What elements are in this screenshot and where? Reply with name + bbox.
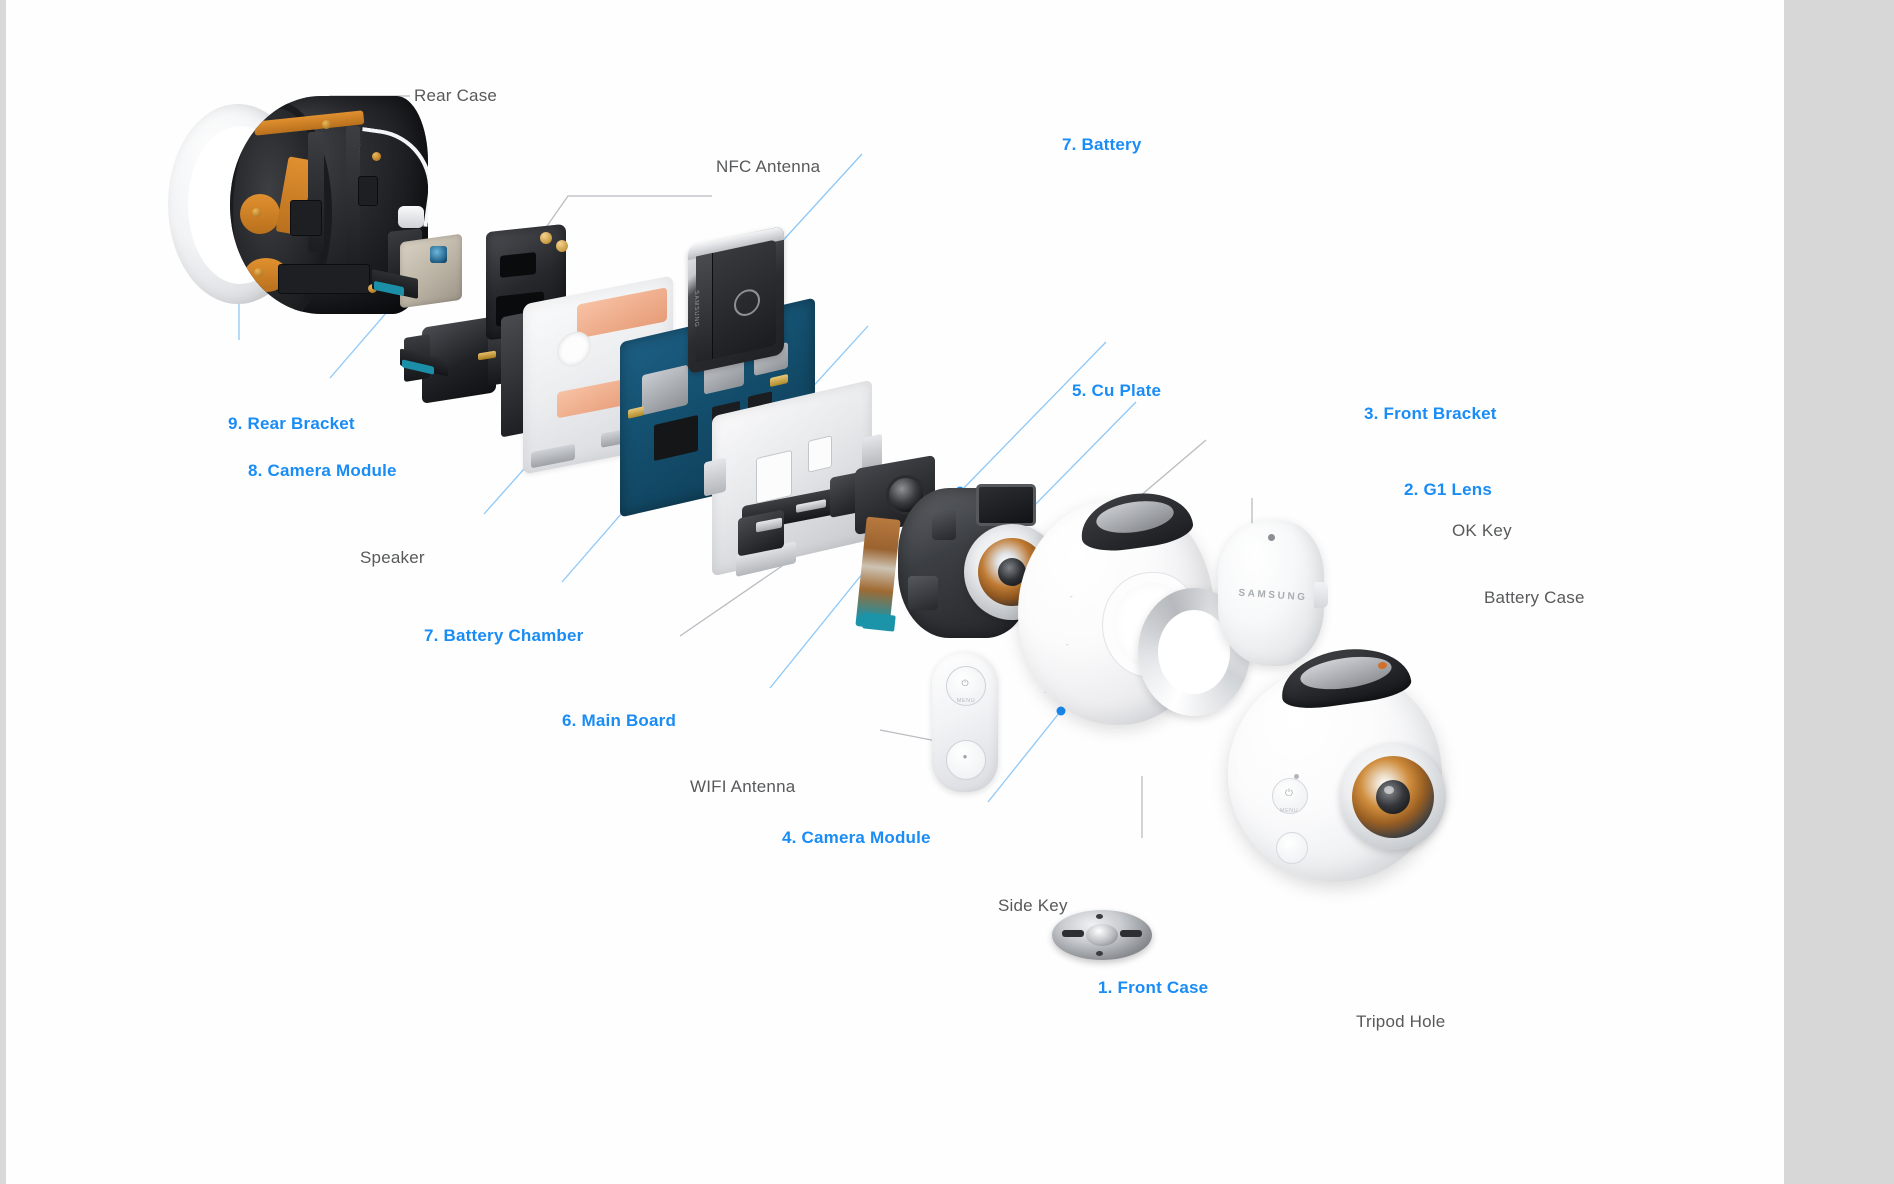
battery-case-shell: [1218, 520, 1324, 666]
assembled-camera-mic-hole: [1294, 774, 1299, 779]
front-case-mark-c: .: [1044, 686, 1047, 695]
battery-body: SAMSUNG: [688, 225, 784, 375]
rear-case-screw-d: [372, 152, 381, 161]
part-battery: SAMSUNG: [688, 225, 796, 375]
tripod-screw-bottom: [1096, 951, 1103, 956]
label-camera-module-4: 4. Camera Module: [782, 828, 931, 847]
part-camera-module-rear: [372, 226, 468, 326]
label-rear-bracket: 9. Rear Bracket: [228, 414, 355, 433]
label-wifi-antenna: WIFI Antenna: [690, 777, 796, 796]
label-battery-case: Battery Case: [1484, 588, 1585, 607]
part-nfc-antenna: [478, 222, 586, 354]
silver-ring-outer: [1138, 588, 1250, 716]
nfc-antenna-cut-a: [500, 252, 536, 278]
cu-plate-slot-b: [808, 435, 832, 473]
camera-module-rear-sensor: [430, 246, 447, 263]
label-front-case: 1. Front Case: [1098, 978, 1209, 997]
part-side-key: ⏻ MENU ●: [932, 652, 1014, 800]
tripod-slot-left: [1062, 930, 1084, 937]
nfc-antenna-contact-b: [556, 240, 568, 252]
cu-plate-tab-left: [704, 457, 726, 497]
label-speaker: Speaker: [360, 548, 425, 567]
left-gutter: [0, 0, 6, 1184]
assembled-camera-lens-glint: [1384, 786, 1394, 794]
right-gutter: [1784, 0, 1894, 1184]
label-g1-lens: 2. G1 Lens: [1404, 480, 1492, 499]
rear-case-strut-b: [346, 126, 360, 276]
ok-icon: ●: [962, 752, 968, 761]
front-case-mark-b: -: [1066, 640, 1069, 649]
battery-brand-text: SAMSUNG: [693, 289, 699, 329]
label-side-key: Side Key: [998, 896, 1068, 915]
rear-case-screw-c: [322, 120, 331, 129]
rear-case-plug: [398, 206, 424, 228]
tripod-screw-top: [1096, 914, 1103, 919]
nfc-antenna-contact-a: [540, 232, 552, 244]
part-silver-ring: [1138, 588, 1258, 722]
part-battery-case: SAMSUNG: [1218, 520, 1348, 680]
battery-case-hinge-dot: [1268, 534, 1275, 541]
assembled-ok-button[interactable]: [1276, 832, 1308, 864]
front-bracket-knob-a: [908, 576, 938, 610]
label-rear-case: Rear Case: [414, 86, 498, 105]
rear-case-pad-b: [278, 264, 370, 294]
rear-case-body: [230, 96, 428, 314]
label-battery: 7. Battery: [1062, 135, 1142, 154]
label-tripod-hole: Tripod Hole: [1356, 1012, 1446, 1031]
side-key-power-button[interactable]: [946, 666, 986, 706]
battery-case-latch: [1314, 582, 1328, 608]
front-case-mark-a: -: [1070, 592, 1073, 601]
label-battery-chamber: 7. Battery Chamber: [424, 626, 584, 645]
front-bracket-knob-b: [932, 510, 956, 540]
assembled-power-button[interactable]: [1272, 778, 1308, 814]
part-tripod-hole: [1052, 910, 1160, 972]
assembled-camera-lens-pupil: [1376, 780, 1410, 814]
rear-case-pad-c: [358, 176, 378, 206]
camera-module-front-connector: [862, 612, 896, 632]
label-nfc-antenna: NFC Antenna: [716, 157, 821, 176]
side-key-ok-button[interactable]: [946, 740, 986, 780]
power-icon: ⏻: [961, 678, 969, 688]
assembled-power-icon: ⏻: [1285, 788, 1293, 799]
part-rear-case: [168, 96, 468, 321]
label-cu-plate: 5. Cu Plate: [1072, 381, 1162, 400]
tripod-thread-hub: [1086, 924, 1118, 946]
part-assembled-camera: ⏻ MENU: [1228, 641, 1478, 898]
rear-case-screw-b: [254, 268, 263, 277]
side-key-caption: MENU: [956, 698, 976, 704]
label-camera-module-8: 8. Camera Module: [248, 461, 397, 480]
assembled-menu-caption: MENU: [1279, 808, 1299, 814]
label-front-bracket: 3. Front Bracket: [1364, 404, 1497, 423]
wifi-antenna-block-a: [738, 509, 784, 557]
rear-case-pad-a: [290, 200, 322, 236]
rear-case-screw-a: [252, 208, 261, 217]
tripod-slot-right: [1120, 930, 1142, 937]
label-ok-key: OK Key: [1452, 521, 1512, 540]
label-main-board: 6. Main Board: [562, 711, 677, 730]
part-front-bracket: [898, 470, 1078, 660]
silver-ring-inner: [1158, 610, 1230, 694]
